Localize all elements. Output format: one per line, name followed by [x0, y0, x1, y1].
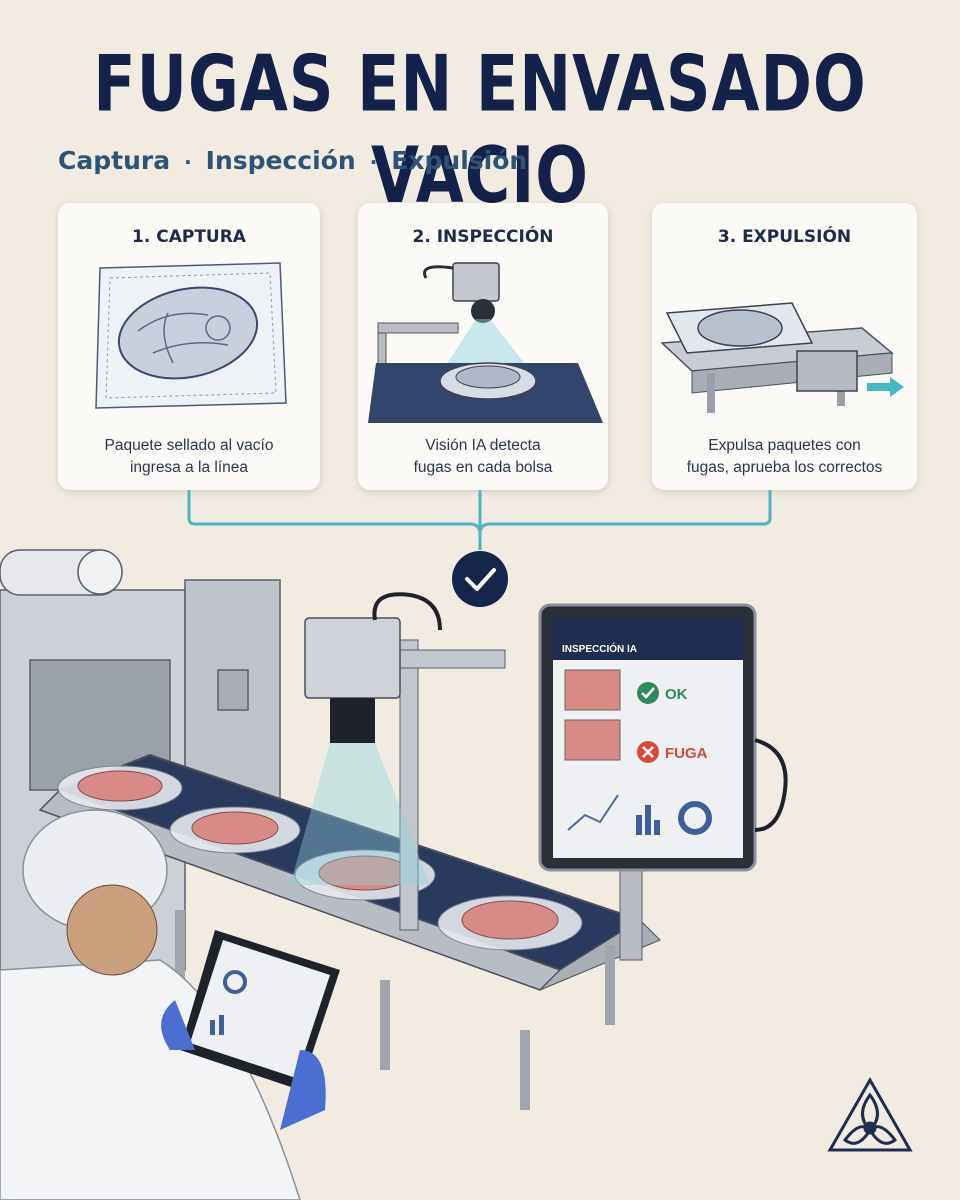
checkmark-icon [452, 551, 508, 607]
page-title: FUGAS EN ENVASADO VACIO [93, 38, 867, 221]
ejector-icon [660, 302, 904, 413]
step-description: Paquete sellado al vacío ingresa a la lí… [104, 437, 274, 476]
tablet [161, 930, 340, 1130]
camera-inspection-icon [368, 262, 603, 423]
operator-worker [0, 809, 301, 1200]
leak-status: FUGA [665, 745, 708, 762]
flow-connector [187, 490, 772, 550]
inspection-camera [290, 592, 506, 931]
flower-logo-icon [827, 1076, 913, 1152]
subtitle-step-inspection: Inspección [205, 146, 356, 175]
meat-package [437, 895, 583, 951]
step-card-expulsion: 3. EXPULSIÓN Expulsa paquetes con fugas,… [652, 203, 917, 490]
monitor-title: INSPECCIÓN IA [562, 642, 637, 655]
step-title: 1. CAPTURA [132, 227, 246, 247]
step-card-capture: 1. CAPTURA Paquete sellado al vacío ingr… [58, 203, 320, 490]
subtitle-step-capture: Captura [58, 146, 171, 175]
step-card-inspection: 2. INSPECCIÓN Visión IA detecta fugas en… [358, 203, 608, 490]
step-title: 2. INSPECCIÓN [412, 227, 554, 247]
step-description: Visión IA detecta fugas en cada bolsa [413, 437, 553, 476]
separator-dot: · [184, 150, 192, 174]
step-description: Expulsa paquetes con fugas, aprueba los … [686, 437, 883, 476]
production-line-scene: INSPECCIÓN IA OK FUGA [0, 490, 913, 1200]
ok-status: OK [665, 686, 688, 703]
step-title: 3. EXPULSIÓN [717, 227, 852, 247]
separator-dot: · [369, 150, 378, 174]
subtitle-step-expulsion: Expulsión [391, 146, 528, 175]
subtitle: Captura · Inspección · Expulsión [58, 146, 527, 175]
meat-package [57, 765, 183, 811]
sealed-package-icon [95, 262, 287, 409]
meat-package [169, 806, 301, 854]
inspection-monitor: INSPECCIÓN IA OK FUGA [538, 603, 788, 961]
